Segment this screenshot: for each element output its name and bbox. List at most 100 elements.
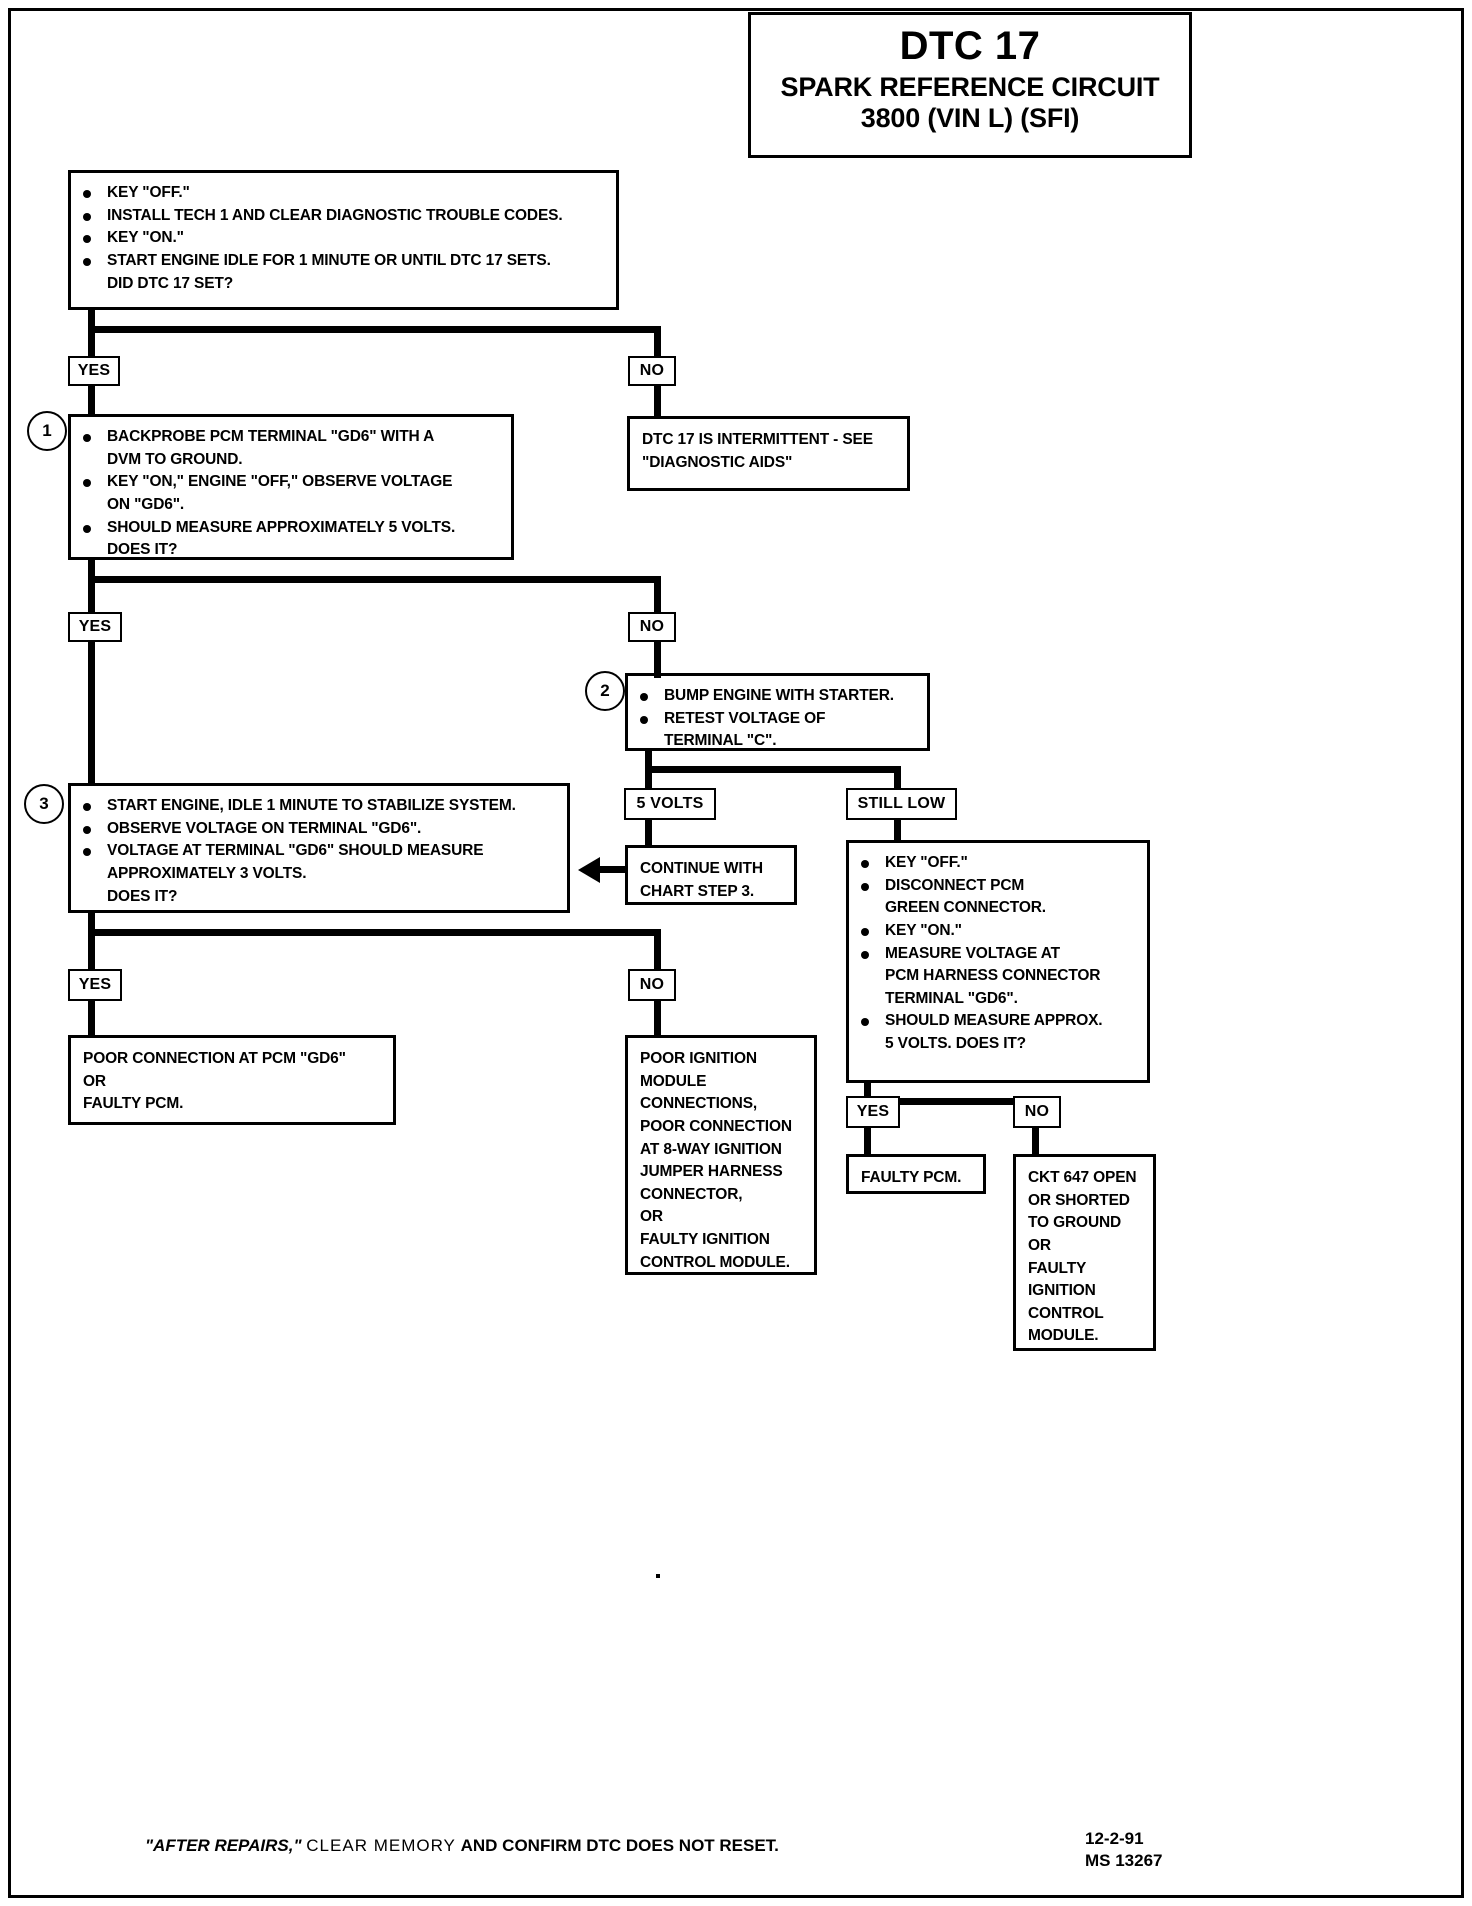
result-line: AT 8-WAY IGNITION — [640, 1140, 782, 1158]
circuit-name: SPARK REFERENCE CIRCUIT — [780, 72, 1160, 102]
branch-label-no: NO — [1013, 1096, 1061, 1128]
list-item: DOES IT? — [107, 887, 178, 905]
connector-line — [864, 1083, 871, 1103]
list-item: BUMP ENGINE WITH STARTER. — [634, 685, 919, 708]
result-line: TO GROUND — [1028, 1214, 1122, 1232]
scan-speck — [656, 1574, 660, 1578]
branch-label-yes: YES — [846, 1096, 900, 1128]
list-item: DOES IT? — [107, 541, 178, 559]
list-item: KEY "OFF." — [77, 182, 608, 205]
connector-line — [645, 751, 652, 771]
step3-box: START ENGINE, IDLE 1 MINUTE TO STABILIZE… — [68, 783, 570, 913]
arrow-left-icon — [578, 857, 600, 883]
result-line: FAULTY PCM. — [861, 1169, 962, 1186]
list-item: KEY "ON." — [855, 920, 1139, 943]
result-line: CONTINUE WITH — [640, 860, 763, 877]
branch-label-yes: YES — [68, 969, 122, 1001]
step-number-3: 3 — [24, 784, 64, 824]
list-item: BACKPROBE PCM TERMINAL "GD6" WITH A — [77, 426, 503, 449]
connector-line — [654, 576, 661, 614]
connector-line — [645, 766, 652, 790]
result-line: FAULTY — [1028, 1259, 1087, 1277]
list-item: KEY "ON." — [77, 227, 608, 250]
result-line: JUMPER HARNESS — [640, 1163, 783, 1181]
disconnect-pcm-box: KEY "OFF." DISCONNECT PCM GREEN CONNECTO… — [846, 840, 1150, 1083]
list-item: SHOULD MEASURE APPROXIMATELY 5 VOLTS. — [77, 517, 503, 540]
list-item: OBSERVE VOLTAGE ON TERMINAL "GD6". — [77, 818, 559, 841]
result-line: CONTROL — [1028, 1304, 1104, 1322]
connector-line — [864, 1098, 1039, 1105]
connector-line — [88, 576, 661, 583]
branch-label-no: NO — [628, 969, 676, 1001]
connector-line — [88, 929, 661, 936]
connector-line — [864, 1128, 871, 1156]
list-item: KEY "OFF." — [855, 852, 1139, 875]
step1-box: BACKPROBE PCM TERMINAL "GD6" WITH A DVM … — [68, 414, 514, 560]
connector-line — [1032, 1128, 1039, 1156]
result-line: CONNECTOR, — [640, 1185, 743, 1203]
clear-memory-label: CLEAR MEMORY — [306, 1836, 456, 1855]
engine-designation: 3800 (VIN L) (SFI) — [860, 103, 1080, 134]
branch-label-no: NO — [628, 612, 676, 642]
result-line: DTC 17 IS INTERMITTENT - SEE — [642, 431, 873, 448]
connector-line — [88, 326, 661, 333]
faulty-pcm-box: FAULTY PCM. — [846, 1154, 986, 1194]
after-repairs-note: "AFTER REPAIRS," CLEAR MEMORY AND CONFIR… — [145, 1836, 779, 1856]
connector-line — [894, 766, 901, 790]
branch-label-yes: YES — [68, 612, 122, 642]
connector-line — [645, 820, 652, 845]
branch-label-no: NO — [628, 356, 676, 386]
ms-number: MS 13267 — [1085, 1851, 1163, 1871]
result-line: OR — [83, 1072, 106, 1090]
list-item: GREEN CONNECTOR. — [885, 899, 1046, 917]
list-item: SHOULD MEASURE APPROX. — [855, 1010, 1139, 1033]
dtc-code: DTC 17 — [899, 24, 1041, 68]
connector-line — [654, 386, 661, 418]
connector-line — [88, 1001, 95, 1037]
page-border — [8, 8, 1464, 1898]
list-item: 5 VOLTS. DOES IT? — [885, 1035, 1026, 1052]
list-item: START ENGINE, IDLE 1 MINUTE TO STABILIZE… — [77, 795, 559, 818]
result-line: OR — [1028, 1236, 1051, 1254]
list-item: MEASURE VOLTAGE AT — [855, 943, 1139, 966]
result-line: CKT 647 OPEN — [1028, 1169, 1137, 1186]
connector-line — [88, 310, 95, 332]
list-item: TERMINAL "GD6". — [885, 989, 1018, 1007]
connector-line — [654, 929, 661, 971]
connector-line — [88, 576, 95, 614]
result-line: OR — [640, 1208, 663, 1226]
intermittent-result-box: DTC 17 IS INTERMITTENT - SEE "DIAGNOSTIC… — [627, 416, 910, 491]
list-item: DVM TO GROUND. — [107, 450, 243, 468]
result-line: IGNITION — [1028, 1282, 1096, 1300]
result-line: MODULE — [640, 1072, 707, 1090]
list-item: START ENGINE IDLE FOR 1 MINUTE OR UNTIL … — [77, 250, 608, 273]
initial-check-box: KEY "OFF." INSTALL TECH 1 AND CLEAR DIAG… — [68, 170, 619, 310]
list-item: TERMINAL "C". — [664, 732, 777, 750]
continue-chart-box: CONTINUE WITH CHART STEP 3. — [625, 845, 797, 905]
connector-line — [88, 913, 95, 935]
ckt-647-box: CKT 647 OPEN OR SHORTED TO GROUND OR FAU… — [1013, 1154, 1156, 1351]
confirm-reset-label: AND CONFIRM DTC DOES NOT RESET. — [460, 1836, 779, 1855]
list-item: PCM HARNESS CONNECTOR — [885, 967, 1101, 985]
poor-connection-pcm-box: POOR CONNECTION AT PCM "GD6" OR FAULTY P… — [68, 1035, 396, 1125]
connector-line — [88, 642, 95, 784]
result-line: FAULTY PCM. — [83, 1095, 184, 1113]
list-item: RETEST VOLTAGE OF — [634, 708, 919, 731]
result-line: CONNECTIONS, — [640, 1095, 758, 1113]
step2-box: BUMP ENGINE WITH STARTER. RETEST VOLTAGE… — [625, 673, 930, 751]
connector-line — [600, 866, 628, 873]
connector-line — [88, 386, 95, 416]
after-repairs-label: "AFTER REPAIRS," — [145, 1836, 302, 1855]
result-line: POOR CONNECTION — [640, 1117, 792, 1135]
connector-line — [88, 560, 95, 582]
step-number-2: 2 — [585, 671, 625, 711]
connector-line — [654, 1001, 661, 1037]
connector-line — [654, 642, 661, 678]
connector-line — [645, 766, 901, 773]
poor-ignition-module-box: POOR IGNITION MODULE CONNECTIONS, POOR C… — [625, 1035, 817, 1275]
list-item: APPROXIMATELY 3 VOLTS. — [107, 864, 307, 882]
step-number-1: 1 — [27, 411, 67, 451]
document-code-block: 12-2-91 MS 13267 — [1085, 1828, 1163, 1872]
list-item: DID DTC 17 SET? — [107, 274, 234, 292]
